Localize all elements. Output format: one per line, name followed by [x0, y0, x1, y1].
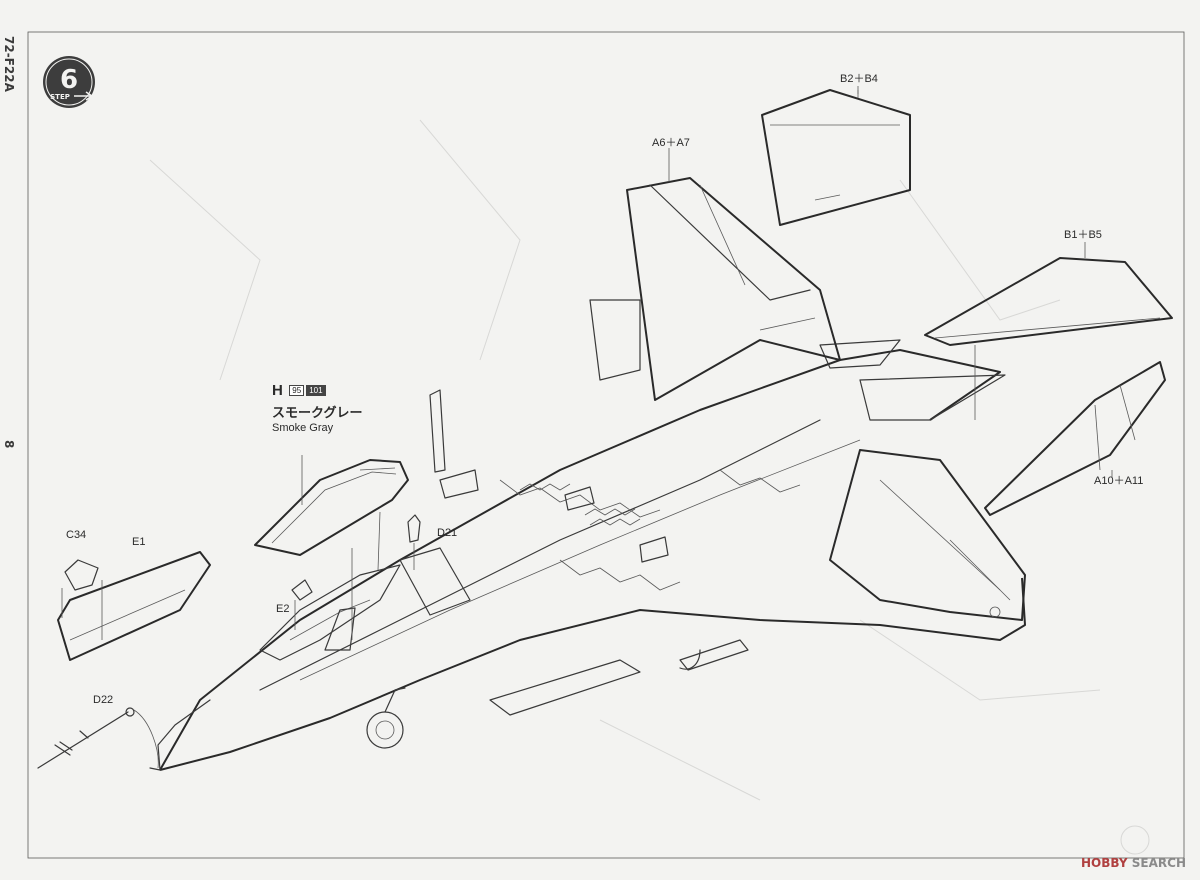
- corner-mark: [1120, 825, 1150, 855]
- step-number: 6: [60, 65, 78, 95]
- label-b2-b4: B2＋B4: [840, 73, 878, 85]
- fuselage: [149, 349, 1026, 771]
- watermark-prefix: HOBBY: [1081, 856, 1128, 870]
- part-b2-b4-fin: [761, 89, 911, 226]
- part-a10-a11: [984, 361, 1166, 516]
- paint-code: H: [272, 382, 283, 399]
- part-d22-probe: [37, 707, 159, 769]
- watermark: HOBBY SEARCH: [1081, 856, 1186, 870]
- part-d21: [407, 514, 421, 570]
- paint-chip-95: 95: [289, 385, 305, 396]
- part-e2: [291, 579, 313, 630]
- rear-stab: [819, 339, 1006, 421]
- label-e2: E2: [276, 603, 289, 615]
- step-label: STEP: [50, 93, 70, 101]
- paint-name-jp: スモークグレー: [272, 405, 363, 420]
- part-b1-b5-stabilizer: [924, 257, 1173, 420]
- watermark-suffix: SEARCH: [1127, 856, 1186, 870]
- paint-name-en: Smoke Gray: [272, 422, 334, 434]
- label-a10-a11: A10＋A11: [1094, 475, 1143, 487]
- label-c34: C34: [66, 529, 86, 541]
- page-frame: [27, 31, 1185, 859]
- part-a6-a7-vertical-tail: [626, 177, 841, 401]
- label-b1-b5: B1＋B5: [1064, 229, 1102, 241]
- label-e1: E1: [132, 536, 145, 548]
- show-through-lines: [149, 119, 1101, 801]
- part-e1-canopy-cover: [57, 551, 211, 661]
- label-a6-a7: A6＋A7: [652, 137, 690, 149]
- part-canopy: [254, 459, 409, 556]
- airplane-icon: [74, 91, 94, 101]
- label-d22: D22: [93, 694, 113, 706]
- paint-chip-101: 101: [306, 385, 326, 396]
- main-wing: [829, 449, 1026, 621]
- label-d21: D21: [437, 527, 457, 539]
- port-fin-structure: [429, 299, 641, 499]
- step-badge: 6 STEP: [43, 56, 95, 108]
